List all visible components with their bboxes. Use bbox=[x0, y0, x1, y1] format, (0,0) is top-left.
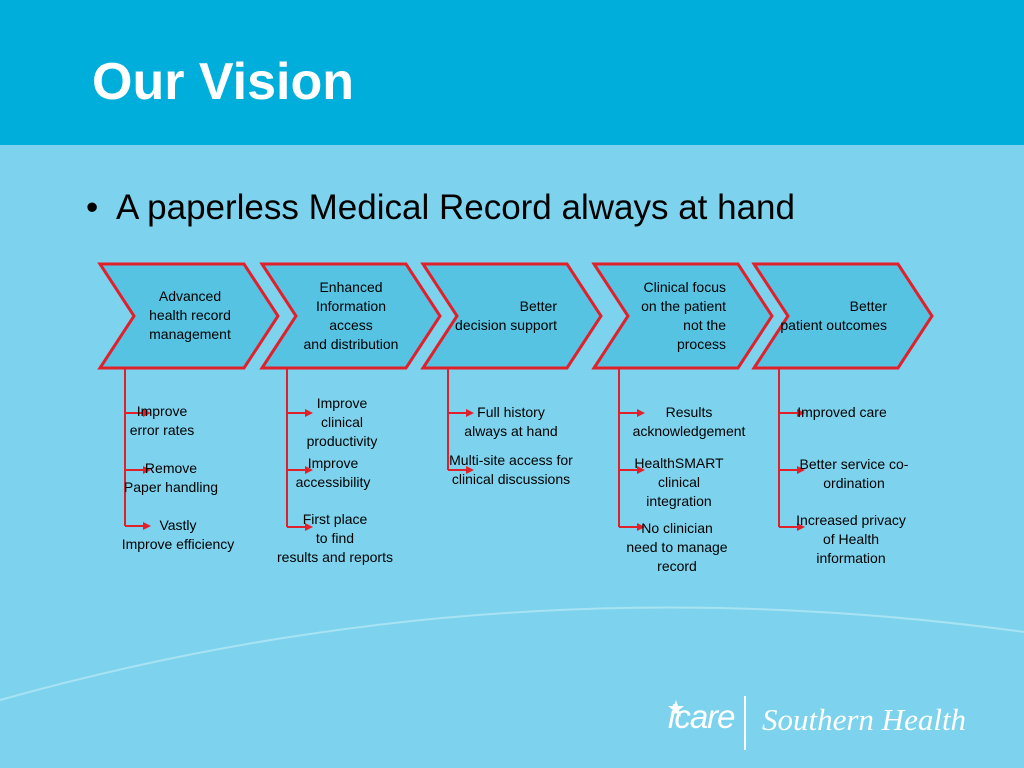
benefit-item: Vastly Improve efficiency bbox=[121, 517, 235, 552]
arrow-head-icon bbox=[637, 523, 645, 531]
arrow-head-icon bbox=[143, 466, 151, 474]
arrow-head-icon bbox=[797, 523, 805, 531]
arrow-head-icon bbox=[637, 409, 645, 417]
benefit-item: Remove Paper handling bbox=[123, 460, 219, 495]
benefit-item: Improve accessibility bbox=[295, 455, 371, 490]
chevron-heading-5: Better patient outcomes bbox=[780, 298, 887, 333]
chevron-heading-1: Advanced health record management bbox=[149, 288, 231, 342]
chevron-4 bbox=[591, 262, 774, 370]
chevron-5 bbox=[751, 262, 934, 370]
arrow-head-icon bbox=[305, 409, 313, 417]
header-bar bbox=[0, 0, 1024, 145]
benefit-item: Better service co- ordination bbox=[799, 456, 909, 491]
arrow-head-icon bbox=[143, 522, 151, 530]
benefit-item: Improve clinical productivity bbox=[306, 395, 378, 449]
benefit-item: Multi-site access for clinical discussio… bbox=[449, 452, 573, 487]
benefit-item: First place to find results and reports bbox=[277, 511, 393, 565]
southern-health-wordmark: Southern Health bbox=[762, 702, 967, 737]
southern-health-logo: icare Southern Health bbox=[660, 694, 1000, 756]
chevron-3 bbox=[420, 262, 603, 370]
bullet-dot-icon: • bbox=[86, 188, 99, 227]
benefit-item: Improved care bbox=[797, 404, 887, 420]
chevron-heading-2: Enhanced Information access and distribu… bbox=[303, 279, 399, 352]
bullet-point: • A paperless Medical Record always at ha… bbox=[86, 190, 795, 225]
arrow-head-icon bbox=[637, 466, 645, 474]
chevron-1 bbox=[97, 262, 280, 370]
arrow-head-icon bbox=[305, 466, 313, 474]
slide-title: Our Vision bbox=[92, 53, 354, 111]
benefit-item: No clinician need to manage record bbox=[626, 520, 728, 574]
chevron-heading-4: Clinical focus on the patient not the pr… bbox=[641, 279, 726, 352]
benefit-item: Improve error rates bbox=[129, 403, 195, 438]
benefit-item: Results acknowledgement bbox=[632, 404, 746, 439]
icare-wordmark: icare bbox=[668, 698, 736, 735]
arrow-head-icon bbox=[797, 409, 805, 417]
chevron-heading-3: Better decision support bbox=[455, 298, 557, 333]
footer-swoosh bbox=[0, 606, 1024, 701]
benefit-item: HealthSMART clinical integration bbox=[634, 455, 724, 509]
arrow-head-icon bbox=[466, 409, 474, 417]
arrow-head-icon bbox=[466, 466, 474, 474]
star-person-icon bbox=[668, 700, 684, 717]
chevron-2 bbox=[259, 262, 442, 370]
arrow-head-icon bbox=[143, 409, 151, 417]
benefit-item: Increased privacy of Health information bbox=[796, 512, 906, 566]
logo-divider bbox=[744, 696, 746, 750]
arrow-head-icon bbox=[305, 523, 313, 531]
arrow-head-icon bbox=[797, 466, 805, 474]
benefit-item: Full history always at hand bbox=[464, 404, 558, 439]
bullet-text: A paperless Medical Record always at han… bbox=[116, 188, 795, 227]
